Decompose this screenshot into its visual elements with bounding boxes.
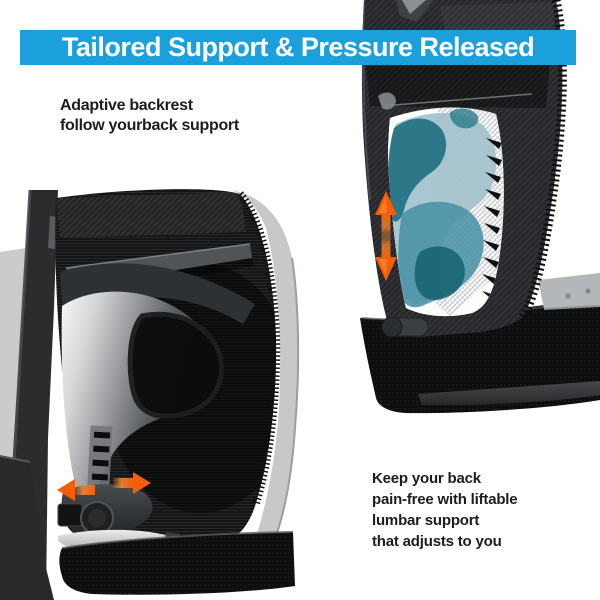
base-post-highlight bbox=[0, 248, 26, 524]
title-text: Tailored Support & Pressure Released bbox=[61, 32, 535, 62]
title-banner: Tailored Support & Pressure Released bbox=[20, 30, 576, 65]
callout-line: that adjusts to you bbox=[372, 533, 502, 550]
mesh-outer-edge bbox=[232, 190, 300, 560]
callout-line: pain-free with liftable bbox=[372, 491, 518, 508]
callout-line: Adaptive backrest bbox=[60, 97, 193, 114]
callout-line: lumbar support bbox=[372, 512, 480, 529]
up-down-arrow-icon bbox=[375, 191, 397, 281]
callout-lumbar-support: Keep your back pain-free with liftable l… bbox=[372, 468, 518, 552]
vent-chevrons-icon bbox=[482, 138, 502, 302]
lumbar-highlight bbox=[388, 107, 504, 317]
left-arrow-icon bbox=[57, 479, 95, 501]
armrest-bracket bbox=[538, 273, 600, 310]
right-arrow-icon bbox=[113, 472, 151, 494]
callout-line: follow yourback support bbox=[60, 117, 239, 134]
seat-cushion bbox=[59, 531, 295, 595]
recline-lever bbox=[381, 316, 429, 338]
armrest-wedge bbox=[0, 455, 54, 600]
callout-line: Keep your back bbox=[372, 470, 481, 487]
chair-lumbar-closeup-figure bbox=[0, 189, 300, 600]
lumbar-knob bbox=[57, 484, 153, 539]
callout-adaptive-backrest: Adaptive backrest follow yourback suppor… bbox=[60, 96, 239, 136]
